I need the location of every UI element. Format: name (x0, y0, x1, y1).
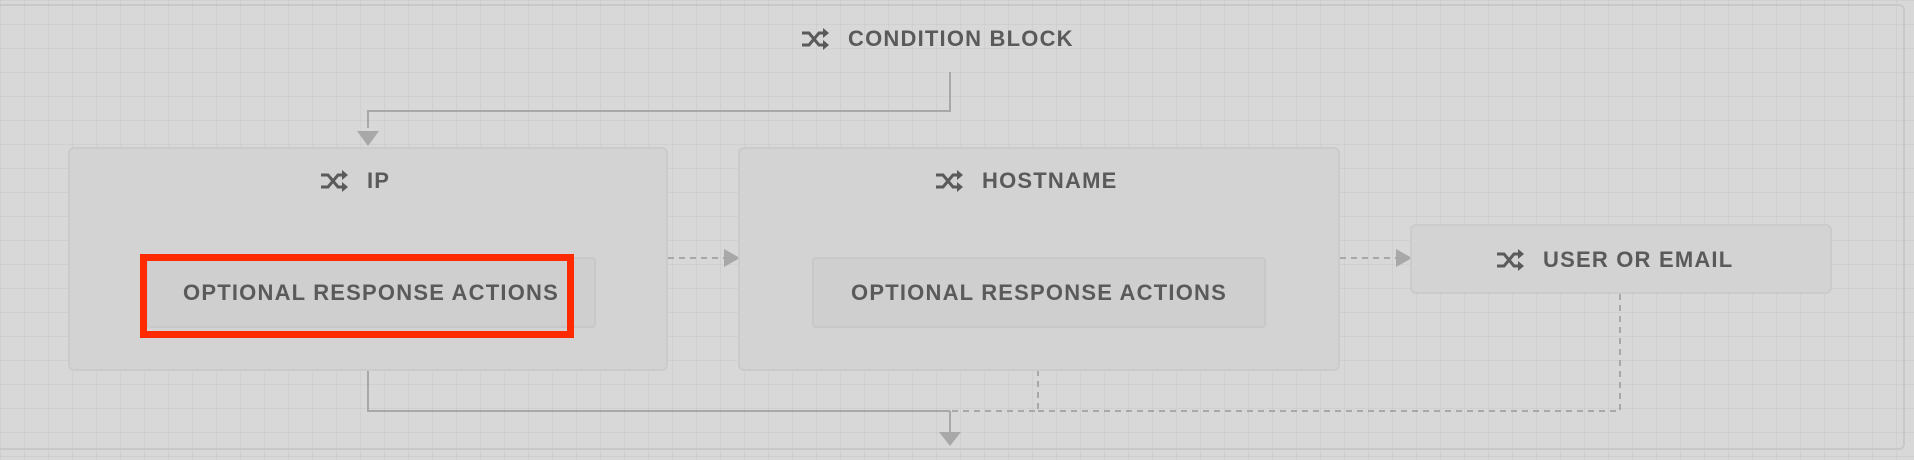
arrow-into-ip (357, 131, 379, 146)
shuffle-icon (936, 170, 963, 192)
hostname-node-header: HOSTNAME (934, 168, 1118, 194)
condition-block-label: CONDITION BLOCK (848, 26, 1074, 51)
connector-ip-to-bottom (367, 370, 950, 412)
condition-block-frame (0, 4, 1905, 450)
hostname-action-label: OPTIONAL RESPONSE ACTIONS (851, 279, 1227, 305)
shuffle-icon (1497, 249, 1524, 271)
user-or-email-node-label: USER OR EMAIL (1543, 247, 1734, 272)
arrow-merge-down (939, 432, 961, 446)
arrow-into-user (1396, 249, 1412, 267)
ip-node-label: IP (367, 168, 391, 193)
connector-hostname-to-bottom (950, 370, 1039, 412)
user-or-email-node[interactable] (1410, 224, 1832, 294)
ip-optional-response-actions[interactable]: OPTIONAL RESPONSE ACTIONS (146, 257, 596, 328)
ip-action-label: OPTIONAL RESPONSE ACTIONS (183, 279, 559, 305)
user-or-email-node-header: USER OR EMAIL (1495, 247, 1733, 273)
shuffle-icon (802, 28, 829, 50)
ip-node-header: IP (319, 168, 390, 194)
highlight-box (140, 254, 574, 338)
hostname-optional-response-actions[interactable]: OPTIONAL RESPONSE ACTIONS (812, 257, 1266, 328)
connector-condition-to-ip (367, 72, 951, 128)
connector-user-to-bottom (1038, 294, 1621, 412)
shuffle-icon (321, 170, 348, 192)
arrow-into-hostname (724, 249, 740, 267)
hostname-node-label: HOSTNAME (982, 168, 1118, 193)
condition-block-header[interactable]: CONDITION BLOCK (800, 26, 1074, 52)
